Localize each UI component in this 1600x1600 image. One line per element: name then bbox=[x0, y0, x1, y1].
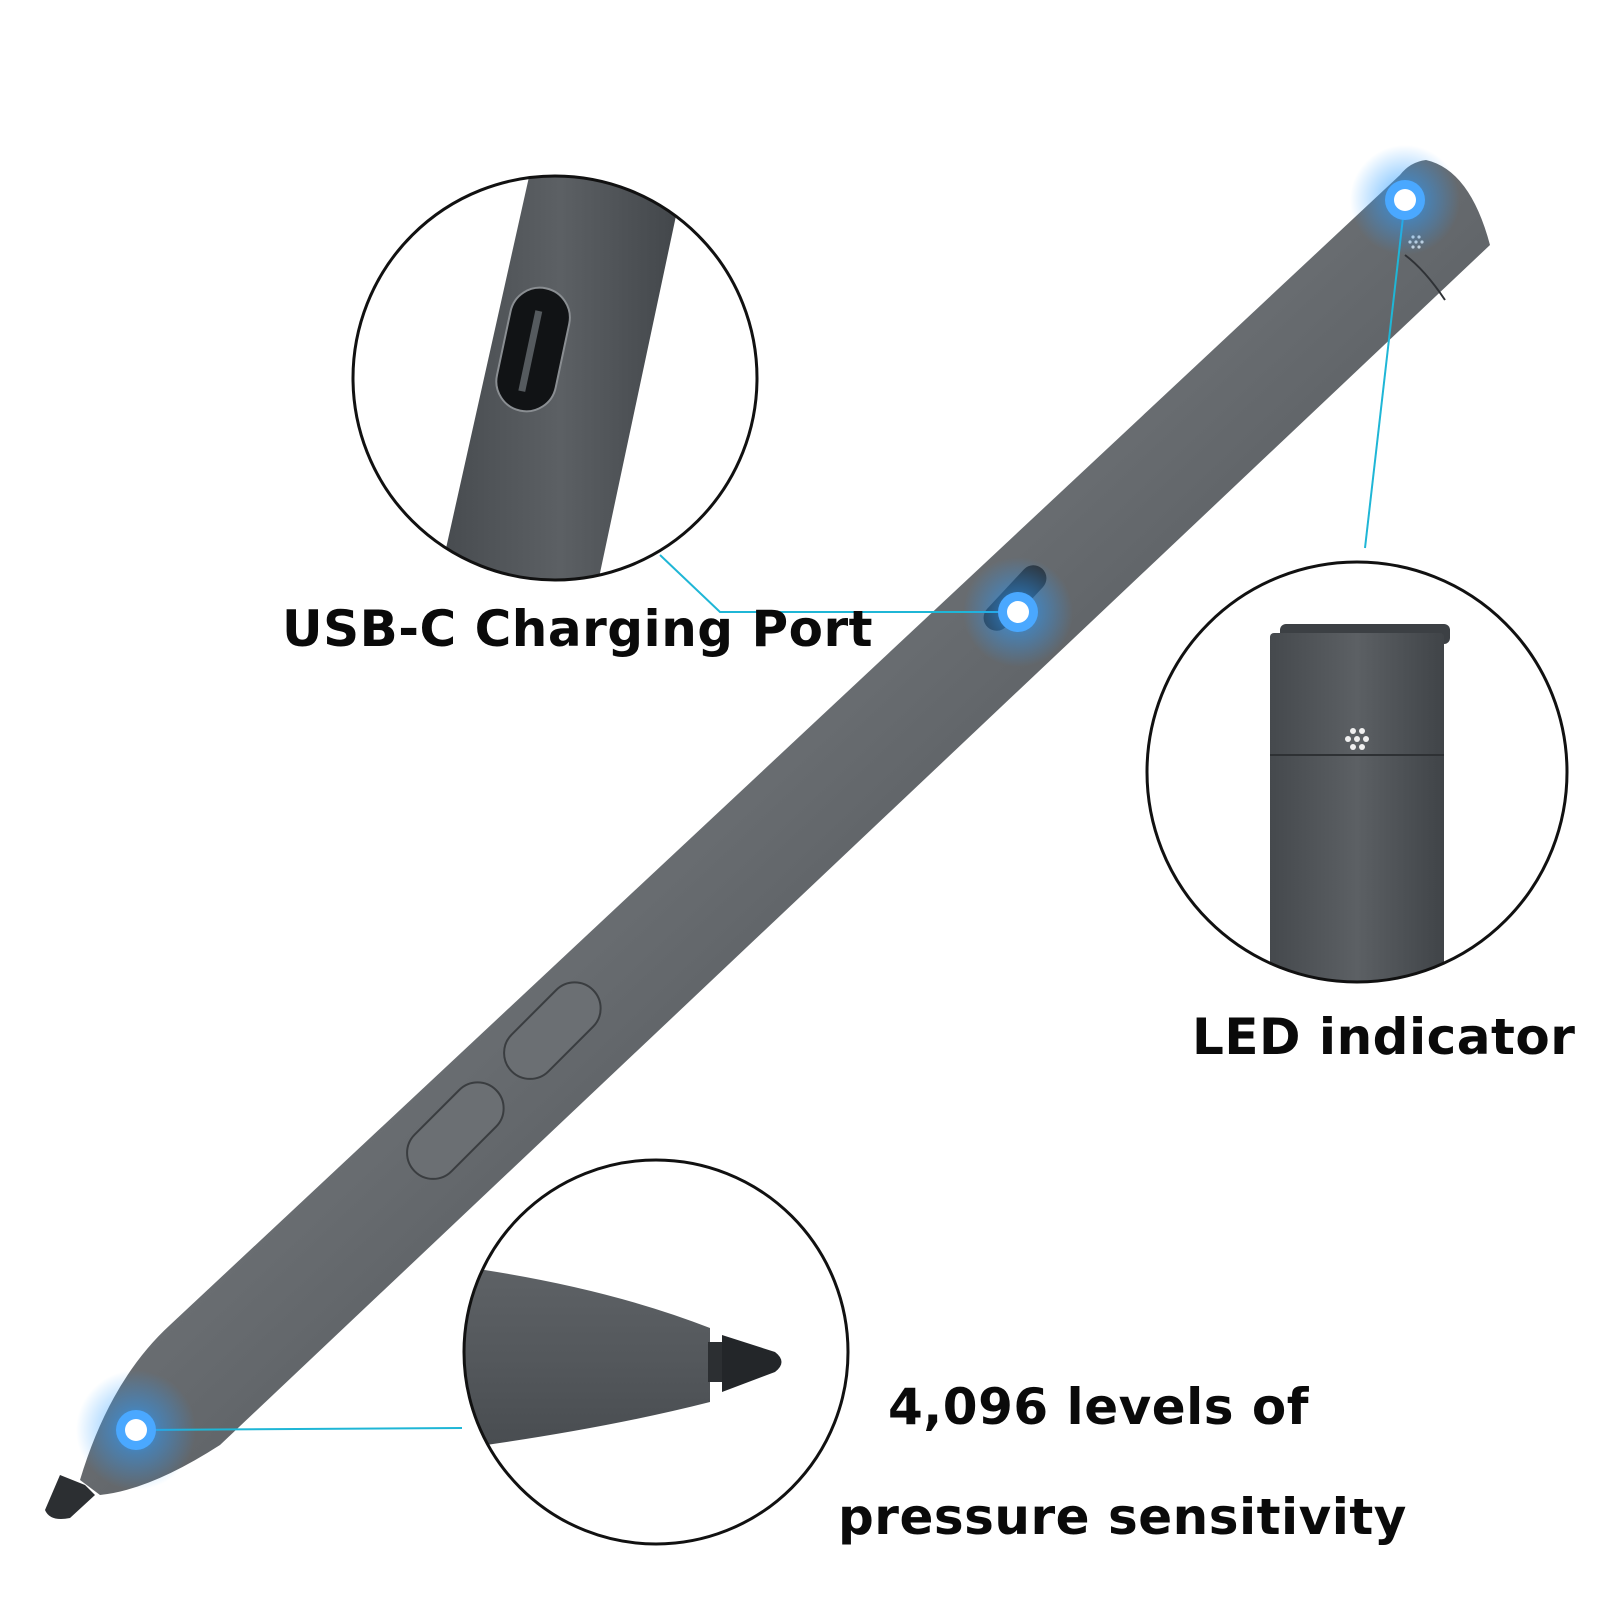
pressure-label-line2: pressure sensitivity bbox=[838, 1488, 1407, 1546]
zoom-circle-pen-tip bbox=[462, 1158, 850, 1546]
highlight-markers bbox=[76, 145, 1460, 1490]
usb-port-label: USB-C Charging Port bbox=[282, 600, 874, 658]
side-buttons bbox=[406, 981, 602, 1180]
pressure-label-line1: 4,096 levels of bbox=[888, 1378, 1310, 1436]
zoom-circle-usb-port bbox=[351, 174, 759, 582]
zoom-circle-led bbox=[1145, 560, 1569, 984]
led-indicator-label: LED indicator bbox=[1192, 1008, 1576, 1066]
led-dots-icon bbox=[1345, 728, 1369, 750]
